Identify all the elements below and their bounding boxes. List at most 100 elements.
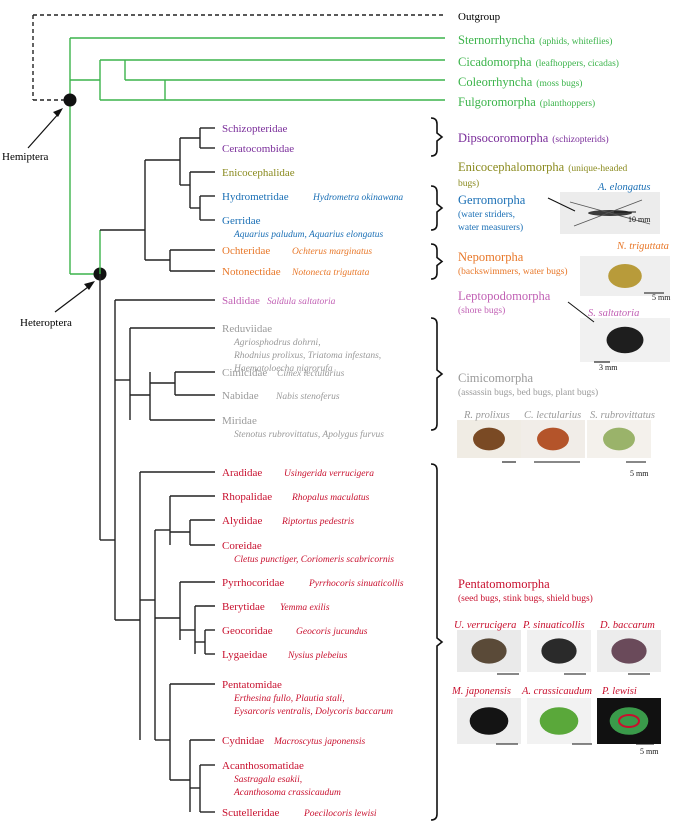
photo-r-prolixus xyxy=(457,420,521,458)
common2-enicocephalomorpha: bugs) xyxy=(458,178,479,189)
pattern-mark xyxy=(618,714,640,728)
species-saldidae: Saldula saltatoria xyxy=(267,297,336,307)
gerromorpha-leader xyxy=(547,197,576,212)
species-reduviidae-0: Agriosphodrus dohrni, xyxy=(233,338,321,348)
bug-icon xyxy=(473,427,505,451)
outgroup-label: Outgroup xyxy=(458,11,501,23)
family-enicocephalidae: Enicocephalidae xyxy=(222,167,295,179)
nepomorpha-bracket xyxy=(430,243,444,280)
bug-icon xyxy=(541,638,577,664)
family-pentatomidae: Pentatomidae xyxy=(222,679,282,691)
infraorder-cimicomorpha: Cimicomorpha xyxy=(458,371,533,385)
bug-icon xyxy=(603,427,635,451)
photo-n-triguttata xyxy=(580,256,670,296)
family-rhopalidae: Rhopalidae xyxy=(222,491,272,503)
common-leptopodomorpha: (shore bugs) xyxy=(458,305,505,316)
leptopodomorpha-leader xyxy=(567,301,595,323)
common-cimicomorpha: (assassin bugs, bed bugs, plant bugs) xyxy=(458,387,598,398)
species-alydidae: Riptortus pedestris xyxy=(281,517,354,527)
photo-label-a-crassicaudum: A. crassicaudum xyxy=(521,686,592,697)
family-alydidae: Alydidae xyxy=(222,515,262,527)
species-gerridae-0: Aquarius paludum, Aquarius elongatus xyxy=(233,230,383,240)
species-hydrometridae: Hydrometra okinawana xyxy=(312,193,403,203)
species-cydnidae: Macroscytus japonensis xyxy=(273,737,366,747)
common-gerromorpha: (water striders, xyxy=(458,209,515,220)
photo-u-verrucigera xyxy=(457,630,521,672)
species-acanthosomatidae-1: Acanthosoma crassicaudum xyxy=(233,788,341,798)
outgroup-taxon: Sternorrhyncha(aphids, whiteflies) xyxy=(458,33,612,47)
photo-c-lectularius xyxy=(521,420,585,458)
hemiptera-label: Hemiptera xyxy=(2,151,49,163)
infraorder-enicocephalomorpha: Enicocephalomorpha(unique-headed xyxy=(458,160,628,174)
species-notonectidae: Notonecta triguttata xyxy=(291,268,370,278)
photo-label-p-lewisi: P. lewisi xyxy=(601,686,637,697)
species-pyrrhocoridae: Pyrrhocoris sinuaticollis xyxy=(308,579,404,589)
heteroptera-arrow xyxy=(54,283,93,313)
species-ochteridae: Ochterus marginatus xyxy=(292,247,372,257)
family-nabidae: Nabidae xyxy=(222,390,259,402)
family-ochteridae: Ochteridae xyxy=(222,245,270,257)
species-pentatomidae-1: Eysarcoris ventralis, Dolycoris baccarum xyxy=(233,707,393,717)
infraorder-pentatomomorpha: Pentatomomorpha xyxy=(458,577,550,591)
family-miridae: Miridae xyxy=(222,415,257,427)
bug-icon xyxy=(608,264,642,288)
photo-label-s-rubrovittatus: S. rubrovittatus xyxy=(590,410,655,421)
outgroup-taxon: Cicadomorpha(leafhoppers, cicadas) xyxy=(458,55,619,69)
family-reduviidae: Reduviidae xyxy=(222,323,272,335)
photo-s-rubrovittatus xyxy=(587,420,651,458)
photo-label-s-saltatoria: S. saltatoria xyxy=(588,308,639,319)
photo-d-baccarum xyxy=(597,630,661,672)
family-coreidae: Coreidae xyxy=(222,540,262,552)
photo-label-d-baccarum: D. baccarum xyxy=(599,620,655,631)
species-reduviidae-1: Rhodnius prolixus, Triatoma infestans, xyxy=(233,350,381,361)
photo-m-japonensis xyxy=(457,698,521,744)
infraorder-dipsocoromorpha: Dipsocoromorpha(schizopterids) xyxy=(458,131,609,145)
species-rhopalidae: Rhopalus maculatus xyxy=(291,493,370,503)
hemiptera-node xyxy=(63,93,77,107)
family-ceratocombidae: Ceratocombidae xyxy=(222,143,294,155)
species-berytidae: Yemma exilis xyxy=(280,603,330,613)
bug-icon xyxy=(539,707,579,735)
family-notonectidae: Notonectidae xyxy=(222,266,281,278)
family-aradidae: Aradidae xyxy=(222,467,262,479)
photo-p-sinuaticollis xyxy=(527,630,591,672)
species-aradidae: Usingerida verrucigera xyxy=(284,469,374,479)
photo-label-m-japonensis: M. japonensis xyxy=(451,686,511,697)
outgroup-taxon: Coleorrhyncha(moss bugs) xyxy=(458,75,582,89)
pentatomomorpha-bracket xyxy=(430,463,444,821)
family-cimicidae: Cimicidae xyxy=(222,367,267,379)
bug-icon xyxy=(537,427,569,451)
family-pyrrhocoridae: Pyrrhocoridae xyxy=(222,577,284,589)
photo-p-lewisi xyxy=(597,698,661,744)
species-miridae-0: Stenotus rubrovittatus, Apolygus furvus xyxy=(234,429,384,440)
photo-label-u-verrucigera: U. verrucigera xyxy=(454,620,516,631)
species-reduviidae-2: Haematoloecha nigrorufa xyxy=(233,363,333,374)
common-nepomorpha: (backswimmers, water bugs) xyxy=(458,266,567,277)
species-acanthosomatidae-0: Sastragala esakii, xyxy=(234,775,302,785)
family-geocoridae: Geocoridae xyxy=(222,625,273,637)
species-nabidae: Nabis stenoferus xyxy=(275,391,340,402)
family-gerridae: Gerridae xyxy=(222,215,261,227)
bug-icon xyxy=(606,326,644,354)
strider-leg xyxy=(573,199,643,227)
family-lygaeidae: Lygaeidae xyxy=(222,649,267,661)
photo-label-c-lectularius: C. lectularius xyxy=(524,410,581,421)
family-scutelleridae: Scutelleridae xyxy=(222,807,280,819)
scale-label-p-lewisi: 5 mm xyxy=(640,747,659,756)
scale-label-n-triguttata: 5 mm xyxy=(652,293,671,302)
family-cydnidae: Cydnidae xyxy=(222,735,264,747)
dipsocoromorpha-bracket xyxy=(430,117,444,157)
photo-label-n-triguttata: N. triguttata xyxy=(616,241,669,252)
cimicomorpha-bracket xyxy=(430,317,444,431)
strider-leg xyxy=(569,201,651,225)
heteroptera-label: Heteroptera xyxy=(20,317,72,329)
species-scutelleridae: Poecilocoris lewisi xyxy=(303,809,377,819)
species-pentatomidae-0: Erthesina fullo, Plautia stali, xyxy=(233,693,345,704)
species-geocoridae: Geocoris jucundus xyxy=(296,627,368,637)
common-pentatomomorpha: (seed bugs, stink bugs, shield bugs) xyxy=(458,593,593,604)
photo-s-saltatoria xyxy=(580,318,670,362)
outgroup-taxon: Fulgoromorpha(planthoppers) xyxy=(458,95,595,109)
species-coreidae-0: Cletus punctiger, Coriomeris scabricorni… xyxy=(234,555,394,565)
